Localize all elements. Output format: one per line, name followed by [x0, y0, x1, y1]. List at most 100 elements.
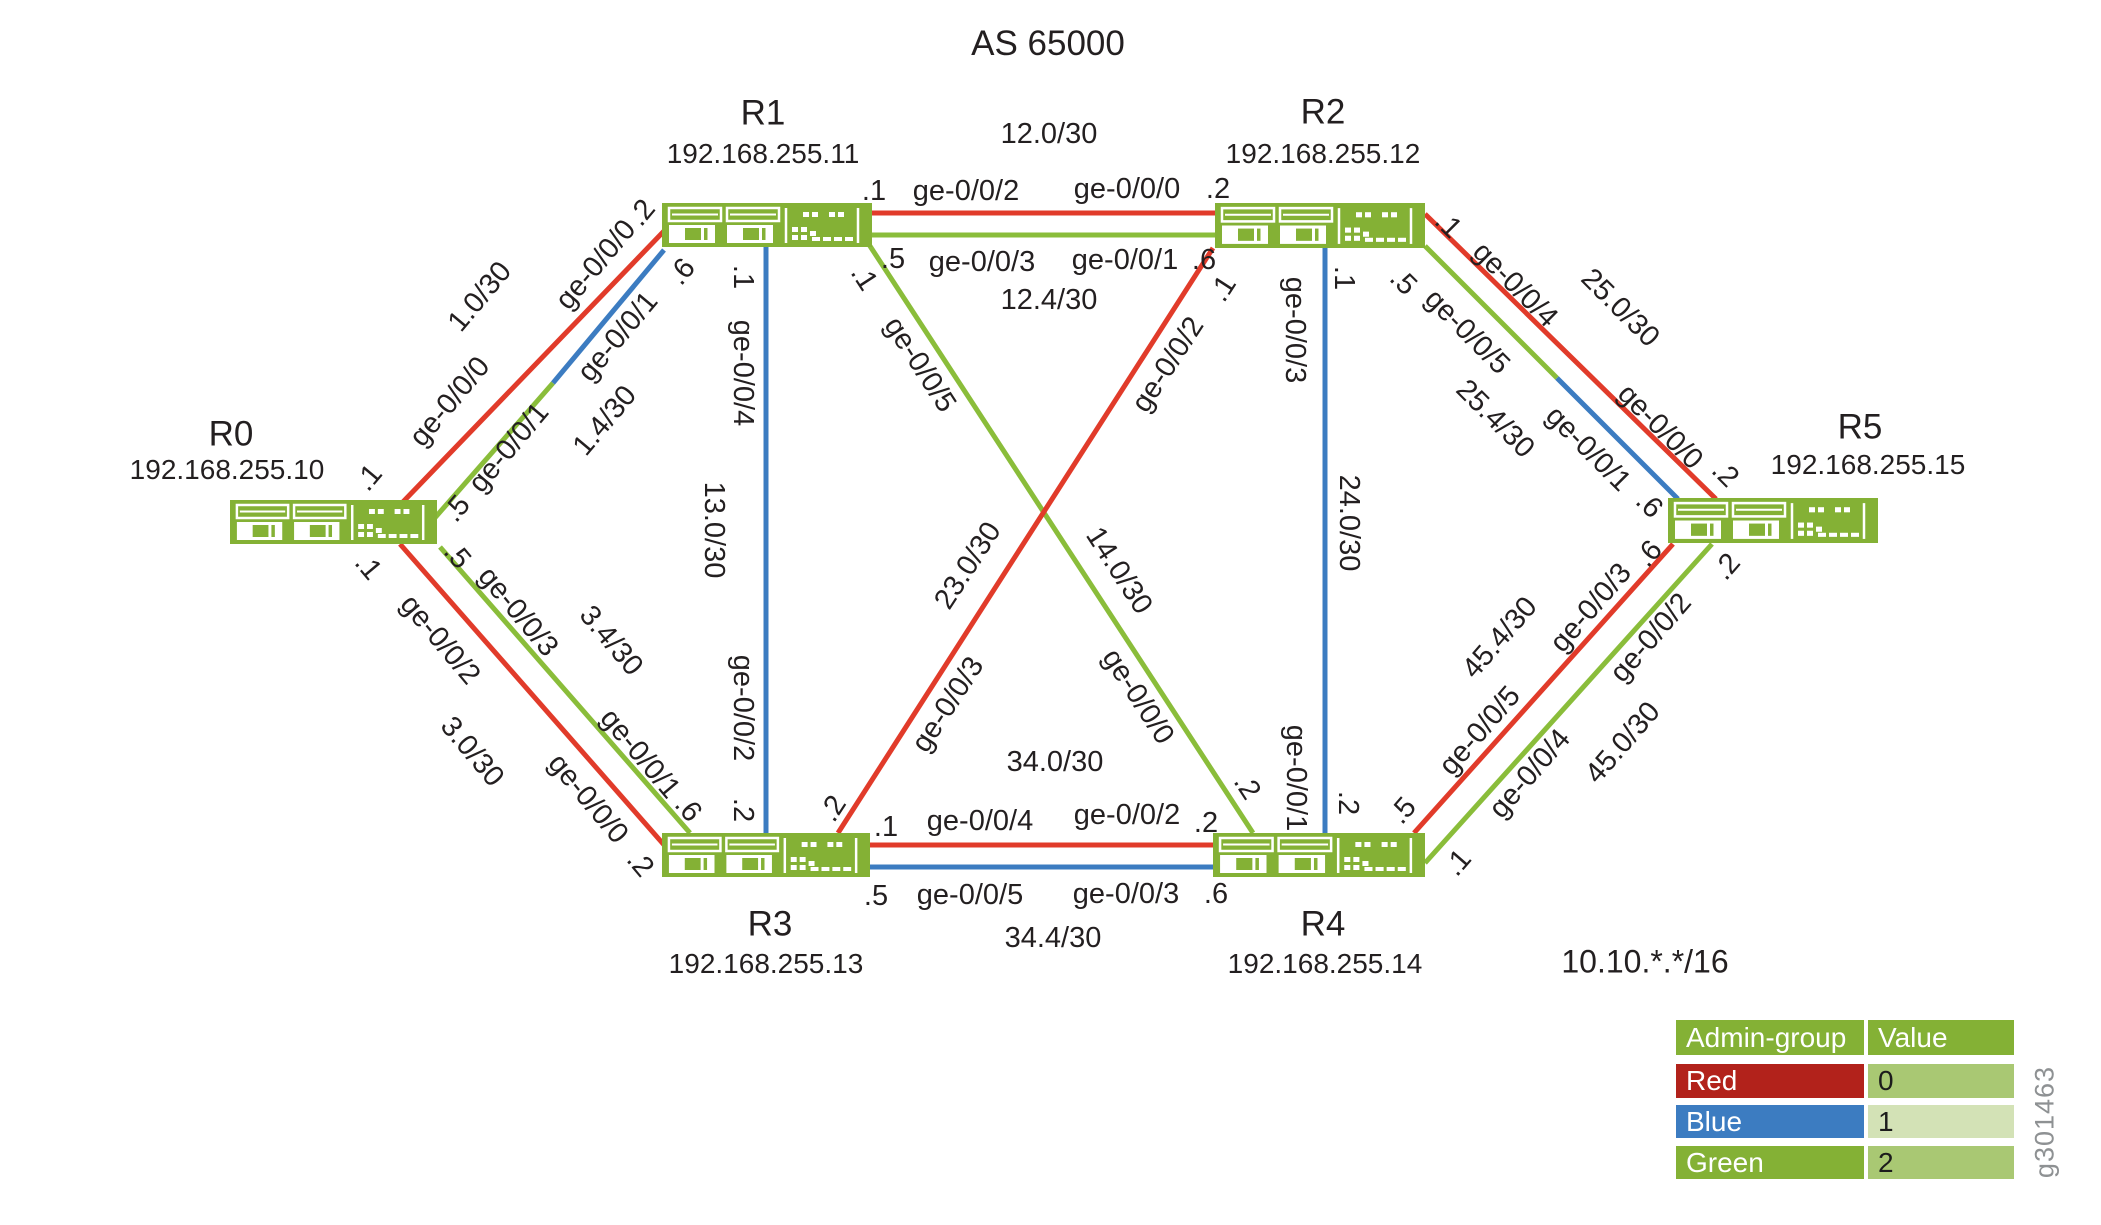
link-r0-r3-red-to-addr-label: .2 — [620, 844, 660, 883]
router-card-slot — [1313, 858, 1318, 870]
link-r0-r1-greenblue — [431, 248, 666, 522]
link-r2-r5-greenblue-to-if-label: ge-0/0/1 — [1539, 400, 1637, 498]
link-r4-r5-red-to-addr-label: .6 — [1629, 534, 1669, 573]
links-layer — [398, 210, 1718, 870]
link-r1-r3-blue-to-addr-label: .2 — [727, 798, 759, 822]
router-name-R3: R3 — [748, 904, 793, 943]
router-icon-R0 — [230, 500, 437, 544]
router-port-dash — [810, 867, 819, 871]
link-r1-r2-green-to-addr-label: .6 — [1192, 244, 1216, 276]
router-card-square — [1236, 858, 1253, 870]
link-r2-r5-greenblue-to-addr-label: .6 — [1629, 485, 1669, 525]
router-card-slot — [1710, 523, 1714, 536]
link-r0-r3-green-to-addr-label: .6 — [668, 789, 708, 828]
router-port-dash — [1818, 532, 1826, 537]
link-r2-r5-red-subnet-label: 25.0/30 — [1575, 262, 1666, 353]
link-r2-r5-greenblue-segment-green — [1423, 244, 1559, 380]
router-name-R1: R1 — [741, 93, 786, 132]
router-card-square — [743, 228, 759, 240]
router-port-dash — [832, 867, 841, 871]
router-led-dot — [368, 509, 375, 514]
router-panel — [1220, 206, 1276, 223]
link-r1-r4-green-from-addr-label: .1 — [844, 259, 884, 297]
router-led-dot — [367, 532, 373, 537]
router-led-dot — [1818, 507, 1824, 513]
router-led-dot — [812, 212, 818, 217]
router-ip-R2: 192.168.255.12 — [1226, 138, 1421, 169]
link-r3-r4-red-to-if-label: ge-0/0/2 — [1074, 799, 1180, 831]
router-port-dash — [1376, 237, 1384, 242]
router-led-dot — [799, 857, 806, 862]
link-r1-r4-green-subnet-label: 14.0/30 — [1079, 521, 1159, 620]
link-r0-r1-greenblue-segment-blue — [551, 248, 666, 385]
router-led-dot — [799, 865, 806, 870]
link-r4-r5-green-to-addr-label: .2 — [1707, 547, 1747, 586]
router-port-dash — [1398, 237, 1406, 242]
link-r4-r5-green-segment-green — [1423, 542, 1714, 865]
link-r3-r4-blue-to-addr-label: .6 — [1204, 878, 1228, 910]
router-card-square — [1238, 228, 1254, 241]
router-led-dot — [1391, 212, 1397, 218]
router-port-dash — [834, 237, 842, 241]
link-r1-r4-green — [865, 241, 1256, 835]
link-r2-r5-red — [1423, 212, 1718, 501]
router-ip-R1: 192.168.255.11 — [667, 138, 860, 169]
router-panel — [1277, 836, 1333, 853]
router-card-square — [742, 858, 759, 870]
router-led-dot — [1354, 235, 1360, 241]
link-r0-r3-green-from-if-label: ge-0/0/3 — [472, 561, 565, 663]
link-r1-r2-red-from-addr-label: .1 — [862, 175, 886, 207]
router-panel — [235, 503, 290, 520]
router-led-dot — [367, 524, 373, 529]
router-card-slot — [704, 228, 708, 240]
link-r0-r3-green-from-addr-label: .5 — [437, 536, 477, 575]
router-led-dot — [358, 532, 365, 537]
domain-prefix-label: 10.10.*.*/16 — [1561, 943, 1729, 980]
router-led-dot — [1390, 842, 1397, 847]
link-r4-r5-red-from-addr-label: .5 — [1383, 791, 1423, 830]
router-port-dash — [1840, 532, 1848, 537]
legend-row-blue-label: Blue — [1676, 1105, 1864, 1138]
router-led-dot — [1807, 530, 1813, 536]
router-led-dot — [375, 528, 382, 533]
router-panel — [725, 206, 781, 223]
router-led-dot — [1356, 212, 1362, 218]
router-icon-R1 — [662, 203, 872, 247]
router-port-dash — [410, 534, 419, 538]
router-led-dot — [801, 235, 807, 240]
router-ip-R5: 192.168.255.15 — [1771, 449, 1966, 480]
link-r2-r5-greenblue — [1423, 244, 1680, 501]
link-r3-r4-blue-from-if-label: ge-0/0/5 — [917, 879, 1023, 911]
link-r3-r4-blue-to-if-label: ge-0/0/3 — [1073, 878, 1179, 910]
router-led-dot — [1345, 227, 1351, 233]
link-r2-r3-red — [835, 246, 1216, 835]
router-icon-R5 — [1668, 498, 1878, 543]
router-card-slot — [271, 525, 275, 537]
router-port-dash — [388, 534, 397, 538]
router-port-dash — [1364, 867, 1373, 871]
link-r1-r3-blue-from-addr-label: .1 — [727, 265, 759, 289]
link-r4-r5-green-subnet-label: 45.0/30 — [1579, 696, 1667, 790]
router-panel — [292, 503, 347, 520]
router-port-dash — [823, 237, 831, 241]
link-r2-r3-red-subnet-label: 23.0/30 — [928, 516, 1008, 615]
router-port-dash — [399, 534, 408, 538]
link-r2-r5-red-segment-red — [1423, 212, 1718, 501]
router-card-square — [1296, 228, 1312, 241]
router-icon-R3 — [662, 833, 870, 877]
link-r3-r4-red-from-addr-label: .1 — [874, 811, 898, 843]
link-r2-r5-greenblue-from-addr-label: .5 — [1383, 262, 1423, 302]
router-led-dot — [1364, 842, 1371, 847]
legend-row-green-label: Green — [1676, 1146, 1864, 1179]
router-led-dot — [1344, 865, 1351, 870]
link-r2-r4-blue-to-addr-label: .2 — [1332, 791, 1364, 815]
link-r0-r1-red — [398, 228, 667, 507]
router-led-dot — [827, 842, 834, 847]
legend-row-blue-value: 1 — [1868, 1105, 2014, 1138]
router-port-dash — [1365, 237, 1373, 242]
link-r1-r2-green-to-if-label: ge-0/0/1 — [1072, 244, 1178, 276]
legend-header-value: Value — [1868, 1020, 2014, 1055]
link-r1-r2-red-subnet-label: 12.0/30 — [1001, 118, 1098, 150]
router-led-dot — [1816, 526, 1822, 532]
